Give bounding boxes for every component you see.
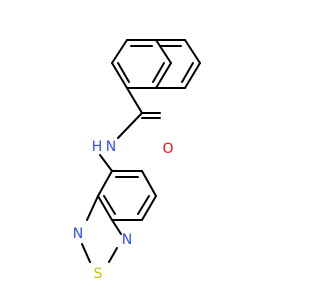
amide-nitrogen-label: N	[106, 139, 116, 155]
bond	[184, 39, 201, 64]
bond	[141, 170, 157, 197]
sulfur-label: S	[94, 266, 103, 282]
molecule-structure: O N H N S N	[73, 39, 201, 282]
bond	[126, 87, 143, 114]
bond	[152, 62, 165, 83]
bond	[103, 195, 116, 215]
bond	[117, 112, 143, 139]
bond	[137, 195, 150, 215]
bond	[155, 39, 172, 64]
bond	[155, 62, 172, 89]
oxygen-label: O	[162, 141, 173, 157]
bond	[81, 243, 91, 263]
bond	[111, 39, 128, 64]
bond	[86, 195, 99, 221]
bond	[97, 195, 113, 221]
ring-nitrogen-1-label: N	[73, 226, 83, 242]
amide-hydrogen-label: H	[92, 139, 103, 155]
bond	[181, 62, 194, 83]
bond-layer	[81, 39, 201, 263]
bond	[111, 62, 128, 89]
bond	[184, 62, 201, 89]
atom-label-layer: O N H N S N	[73, 139, 174, 282]
bond	[108, 247, 118, 263]
bond	[97, 170, 113, 197]
ring-nitrogen-2-label: N	[122, 232, 132, 248]
bond	[99, 154, 113, 172]
bond	[117, 62, 130, 83]
bond	[111, 219, 122, 235]
bond	[141, 195, 157, 221]
